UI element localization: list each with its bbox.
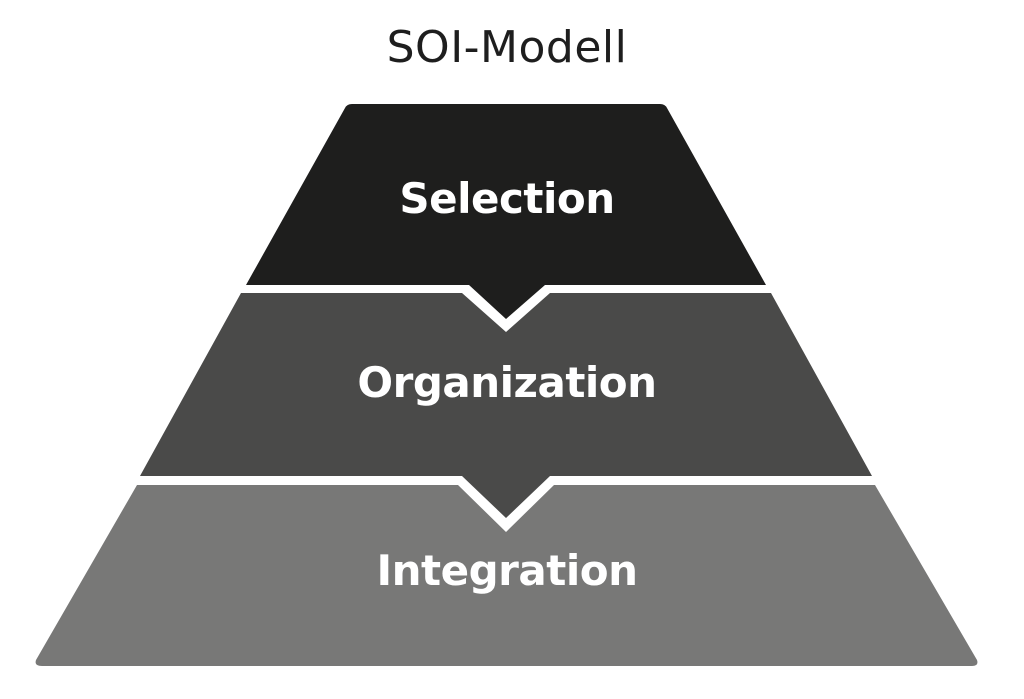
diagram-title: SOI-Modell [386, 22, 628, 73]
layer-selection-shape [246, 104, 766, 319]
layer-integration-label: Integration [376, 546, 638, 595]
layer-organization-label: Organization [357, 358, 657, 407]
layer-integration-shape [35, 485, 978, 666]
layer-organization-shape [140, 293, 872, 518]
layer-selection-label: Selection [399, 174, 615, 223]
